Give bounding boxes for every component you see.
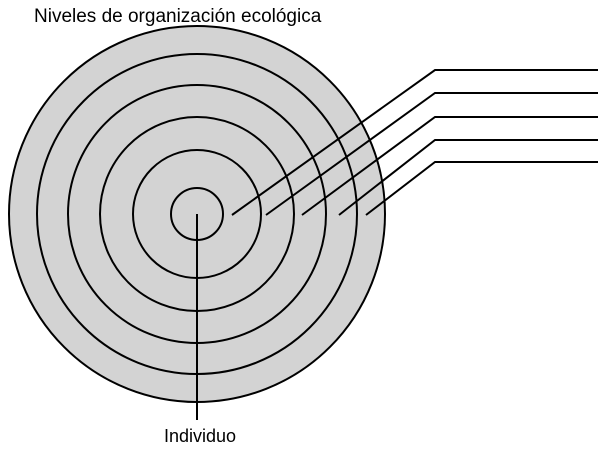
diagram-title: Niveles de organización ecológica [34,6,322,27]
leader-line-level-3 [265,92,598,216]
leader-line-level-5 [338,139,598,216]
leader-line-level-6 [365,161,598,216]
leader-line-level-4 [301,116,598,216]
center-label: Individuo [164,426,236,446]
leader-line-level-2 [231,69,598,216]
